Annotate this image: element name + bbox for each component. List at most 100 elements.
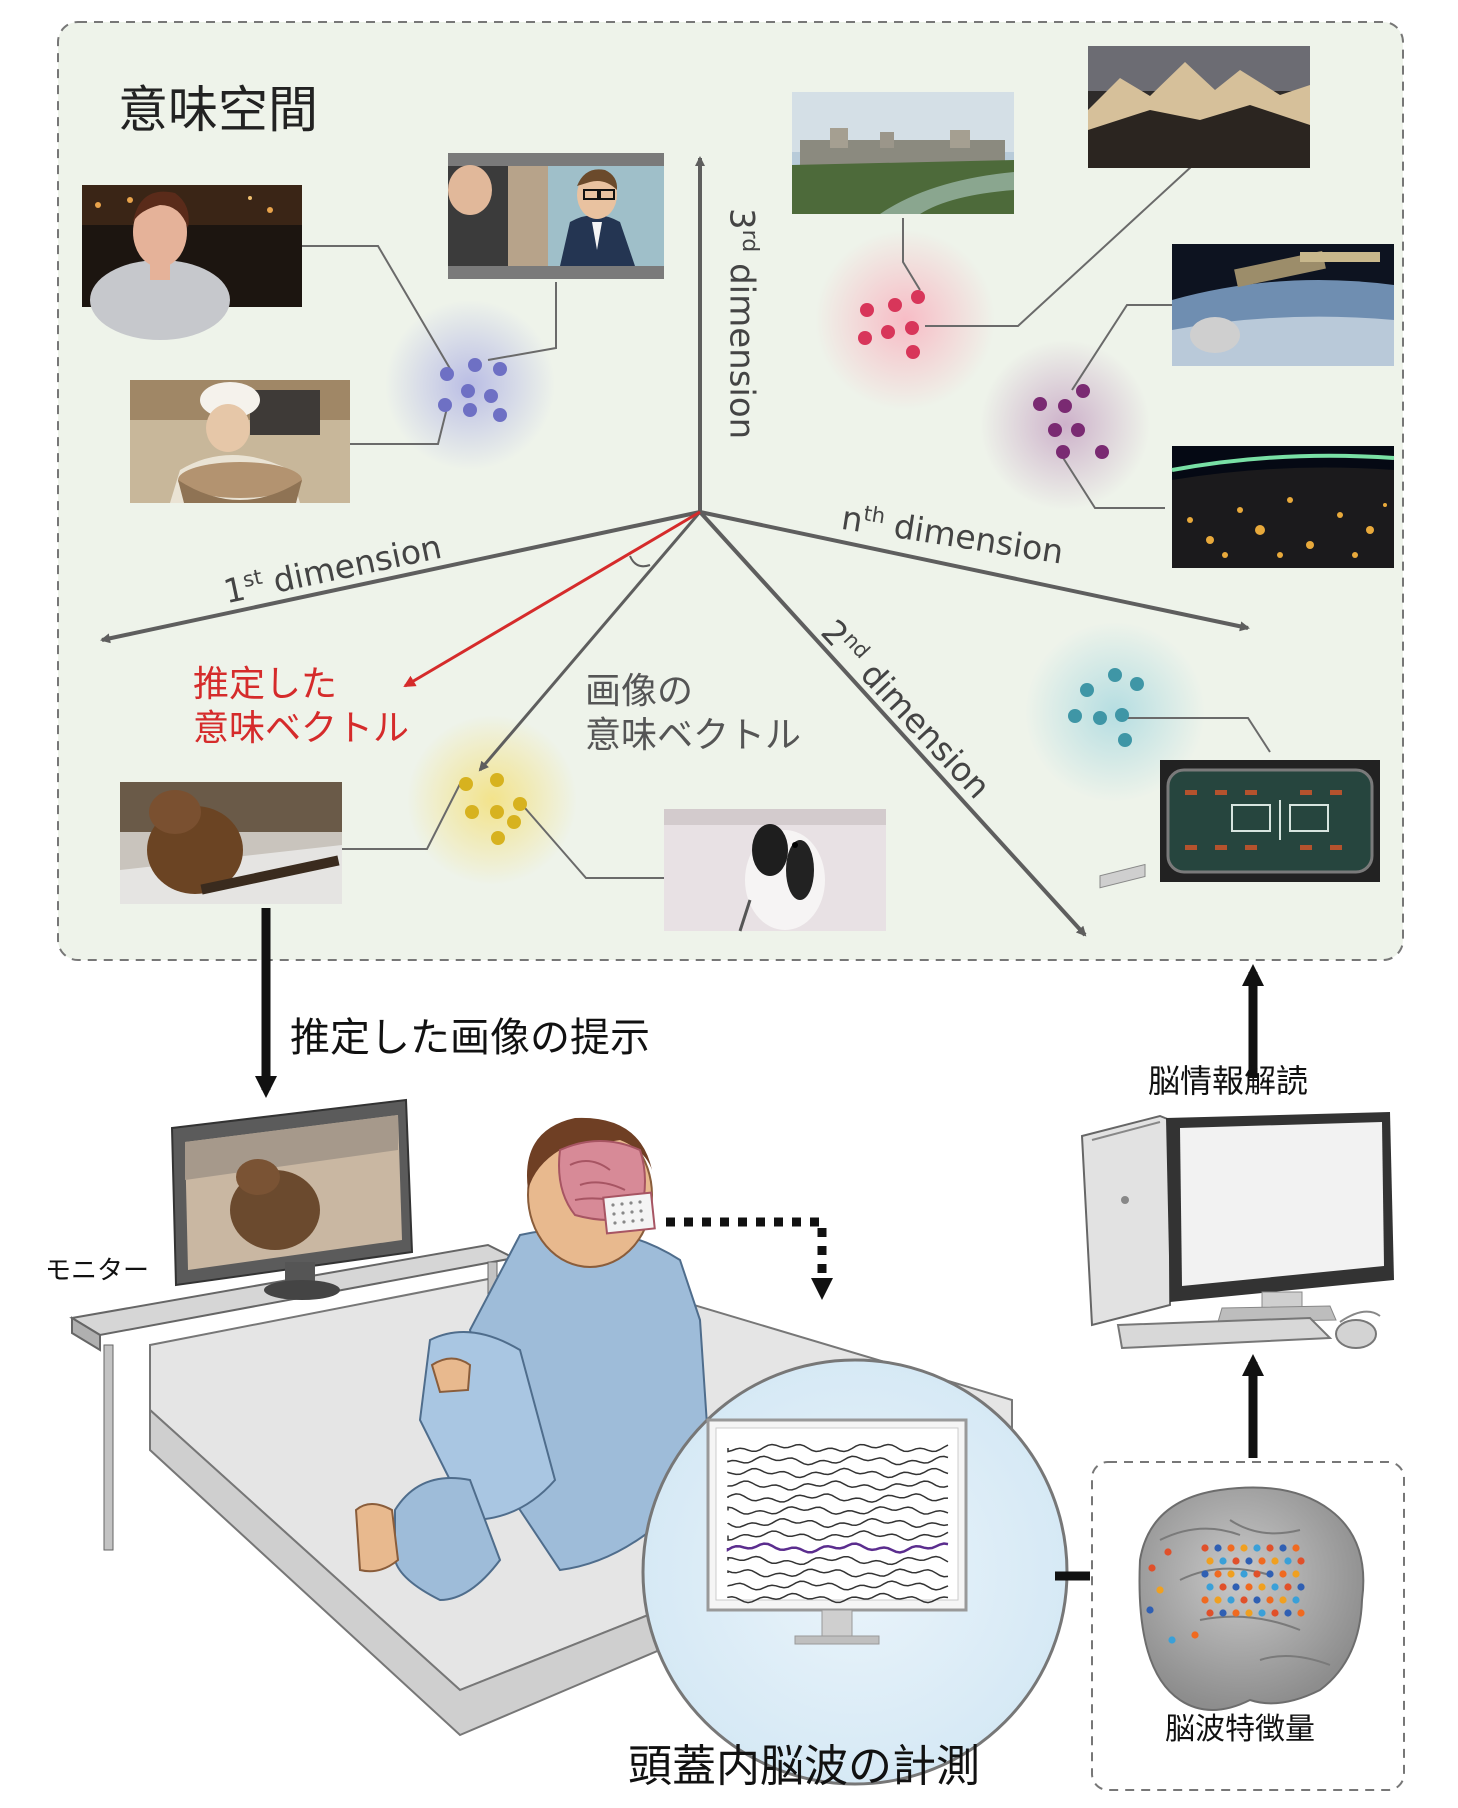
measurement-lens — [641, 1358, 1069, 1786]
thumb-digital-clock — [1160, 760, 1380, 882]
eeg-trace — [727, 1480, 949, 1491]
electrode-dot — [1201, 1596, 1209, 1604]
eeg-trace — [727, 1455, 949, 1466]
thumb-news-anchor — [82, 185, 302, 340]
electrode-dot — [1148, 1564, 1156, 1572]
axis-2nd-dimension — [698, 510, 1087, 937]
electrode-dot — [1253, 1596, 1261, 1604]
electrode-dot — [1164, 1548, 1172, 1556]
electrode-dot — [1201, 1544, 1209, 1552]
electrode-dot — [1279, 1596, 1287, 1604]
estimated-vector-label: 推定した 意味ベクトル — [193, 664, 410, 749]
electrode-dot — [1214, 1544, 1222, 1552]
electrode-dot — [1292, 1570, 1300, 1578]
electrode-dot — [1240, 1570, 1248, 1578]
electrode-dot — [1206, 1609, 1214, 1617]
electrode-dot — [1292, 1596, 1300, 1604]
patient-figure — [354, 1117, 712, 1602]
semantic-space-title: 意味空間 — [118, 81, 318, 139]
electrode-dot — [1266, 1544, 1274, 1552]
electrode-dot — [1258, 1609, 1266, 1617]
electrode-dot — [1168, 1636, 1176, 1644]
eeg-trace — [727, 1443, 949, 1453]
electrode-dot — [1253, 1544, 1261, 1552]
eeg-trace — [727, 1467, 949, 1479]
electrode-dot — [1284, 1583, 1292, 1591]
brain-image — [1138, 1486, 1365, 1711]
electrode-dot — [1232, 1609, 1240, 1617]
electrode-dot — [1297, 1583, 1305, 1591]
electrode-dot — [1258, 1557, 1266, 1565]
electrode-dot — [1292, 1544, 1300, 1552]
eeg-trace — [727, 1592, 949, 1604]
electrode-dot — [1156, 1586, 1164, 1594]
axis-nth-dimension — [699, 510, 1250, 632]
decoder-computer — [1080, 863, 1394, 1350]
thumb-man-glasses — [448, 153, 664, 279]
decode-label: 脳情報解読 — [1148, 1062, 1309, 1100]
cluster-glows — [385, 230, 1205, 885]
electrode-dots — [1146, 1544, 1305, 1644]
thumb-bear — [120, 782, 342, 904]
electrode-dot — [1214, 1596, 1222, 1604]
eeg-trace — [727, 1506, 949, 1515]
eeg-trace — [727, 1530, 949, 1541]
electrode-dot — [1279, 1570, 1287, 1578]
cluster-purple — [1033, 384, 1109, 459]
electrode-dot — [1232, 1583, 1240, 1591]
angle-arc — [629, 555, 651, 568]
electrode-dot — [1266, 1596, 1274, 1604]
electrode-dot — [1214, 1570, 1222, 1578]
electrode-dot — [1284, 1609, 1292, 1617]
electrode-dot — [1219, 1557, 1227, 1565]
eeg-trace — [726, 1542, 949, 1554]
electrode-dot — [1227, 1570, 1235, 1578]
cluster-yellow — [459, 773, 527, 845]
thumb-boy-cooking — [130, 380, 350, 503]
thumb-city-river — [792, 92, 1014, 214]
eeg-trace — [727, 1568, 949, 1578]
electrode-dot — [1279, 1544, 1287, 1552]
cluster-red — [858, 290, 925, 359]
electrode-dot — [1258, 1583, 1266, 1591]
electrode-dot — [1219, 1609, 1227, 1617]
thumb-dog — [664, 809, 886, 932]
electrode-dot — [1227, 1596, 1235, 1604]
electrode-dot — [1266, 1570, 1274, 1578]
estimated-vector-arrow — [403, 510, 701, 688]
thumb-space-station — [1172, 244, 1394, 366]
electrode-dot — [1284, 1557, 1292, 1565]
feature-label: 脳波特徴量 — [1165, 1712, 1315, 1747]
stimulus-monitor — [170, 1098, 414, 1300]
thumb-earth-night — [1171, 446, 1395, 568]
electrode-dot — [1232, 1557, 1240, 1565]
eeg-trace — [727, 1517, 949, 1529]
monitor-label: モニター — [45, 1256, 150, 1286]
electrode-dot — [1245, 1583, 1253, 1591]
electrode-dot — [1271, 1557, 1279, 1565]
electrode-dot — [1271, 1609, 1279, 1617]
electrode-dot — [1245, 1557, 1253, 1565]
measure-label: 頭蓋内脳波の計測 — [628, 1741, 980, 1792]
electrode-dot — [1240, 1544, 1248, 1552]
eeg-trace — [727, 1555, 949, 1566]
eeg-trace — [727, 1580, 949, 1591]
axis-1st-dimension — [100, 510, 701, 644]
present-label: 推定した画像の提示 — [290, 1015, 650, 1061]
electrode-dot — [1240, 1596, 1248, 1604]
eeg-trace — [727, 1493, 949, 1503]
axis-label-3rd: 3rd dimension — [721, 208, 762, 440]
electrode-dot — [1206, 1583, 1214, 1591]
image-vector-arrow — [478, 511, 702, 772]
axes — [100, 156, 1250, 937]
electrode-dot — [1201, 1570, 1209, 1578]
electrode-dot — [1253, 1570, 1261, 1578]
cluster-teal — [1068, 668, 1144, 747]
cluster-blue — [438, 358, 507, 422]
electrode-dot — [1191, 1631, 1199, 1639]
thumb-mountains — [1088, 46, 1310, 168]
electrode-dot — [1206, 1557, 1214, 1565]
electrode-dot — [1245, 1609, 1253, 1617]
electrode-dot — [1297, 1609, 1305, 1617]
